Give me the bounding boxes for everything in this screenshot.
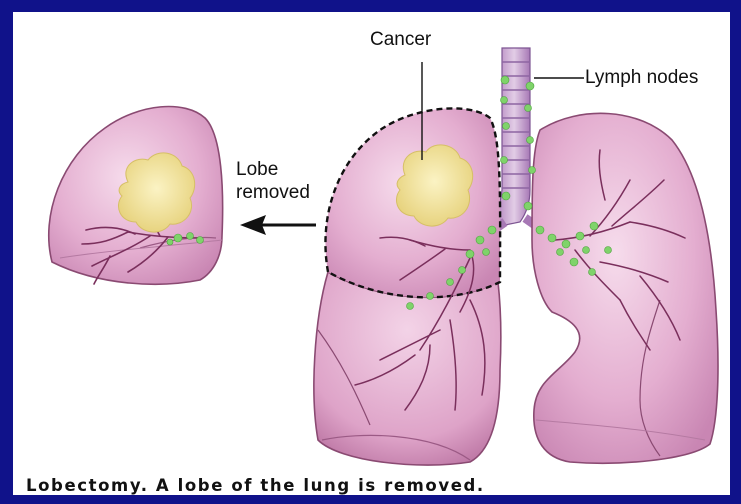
lobe-removed-label-line1: Lobe <box>236 160 278 180</box>
left-lung <box>532 113 718 463</box>
removed-lobe <box>49 107 223 285</box>
lymph-nodes-label: Lymph nodes <box>585 68 698 88</box>
right-lung <box>314 108 501 465</box>
lobe-removed-label-line2: removed <box>236 183 310 203</box>
cancer-label: Cancer <box>370 30 431 50</box>
figure-caption: Lobectomy. A lobe of the lung is removed… <box>26 476 485 495</box>
removal-arrow <box>240 215 316 235</box>
